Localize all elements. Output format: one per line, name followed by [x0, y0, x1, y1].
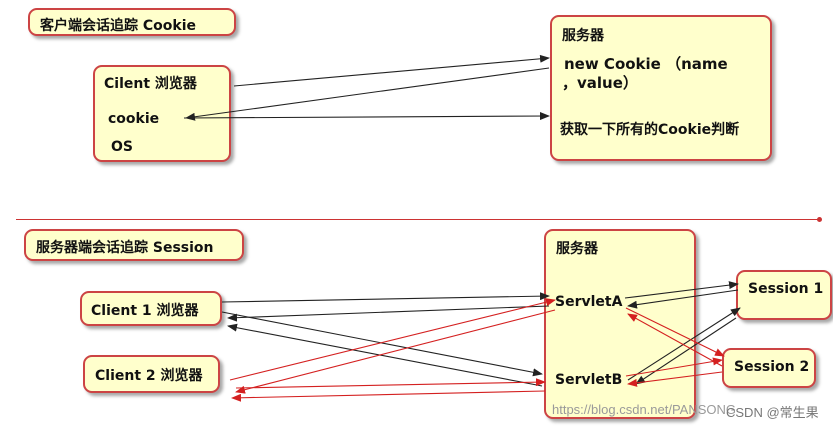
- arrow-servletB-to-session2-red: [625, 357, 723, 377]
- session2-box: Session 2: [722, 348, 816, 388]
- cookie-label: cookie: [108, 111, 160, 127]
- session-server-title: 服务器: [556, 241, 598, 257]
- servlet-a-label: ServletA: [555, 294, 623, 310]
- arrow-client1-to-servletA: [221, 292, 550, 303]
- divider-end-dot: [817, 217, 822, 222]
- arrow-servletB-to-client2-red: [231, 390, 546, 402]
- servlet-b-label: ServletB: [555, 372, 623, 388]
- cookie-server-title: 服务器: [562, 28, 604, 44]
- arrow-session2-to-servletB-red: [627, 371, 723, 387]
- watermark-url: https://blog.csdn.net/PANSONG: [552, 402, 737, 417]
- cookie-judge-text: 获取一下所有的Cookie判断: [560, 122, 740, 138]
- arrow-servletA-to-client2-red: [235, 309, 556, 394]
- session-server-box: 服务器 ServletA ServletB: [544, 229, 696, 419]
- arrow-client2-to-servletB-red: [235, 378, 546, 389]
- arrow-session1-to-servletB: [635, 317, 737, 385]
- cookie-section-title: 客户端会话追踪 Cookie: [40, 18, 196, 34]
- arrow-servletA-to-client1: [227, 305, 550, 322]
- arrow-servletB-to-session1: [627, 307, 741, 381]
- session1-label: Session 1: [748, 281, 824, 297]
- client2-label: Client 2 浏览器: [95, 368, 203, 384]
- os-label: OS: [111, 139, 133, 155]
- arrow-session2-to-servletA-red: [627, 313, 723, 367]
- session-section-title: 服务器端会话追踪 Session: [36, 240, 214, 256]
- client2-box: Client 2 浏览器: [83, 355, 220, 393]
- session1-box: Session 1: [736, 270, 832, 320]
- arrow-client2-to-servletA-red: [229, 298, 556, 381]
- arrow-client-to-server-1: [233, 54, 550, 87]
- arrow-cookie-to-server: [183, 112, 550, 121]
- session2-label: Session 2: [734, 359, 810, 375]
- new-cookie-line-2: ，value）: [562, 74, 638, 92]
- cookie-client-box: Cilent 浏览器 cookie OS: [93, 65, 231, 162]
- cookie-server-box: 服务器 new Cookie （name ，value） 获取一下所有的Cook…: [550, 15, 772, 161]
- arrow-servletA-to-session1: [624, 281, 739, 299]
- cookie-section-title-box: 客户端会话追踪 Cookie: [28, 8, 236, 36]
- arrow-servletA-to-session2-red: [625, 307, 725, 357]
- cookie-client-title: Cilent 浏览器: [104, 76, 197, 92]
- arrow-session1-to-servletA: [627, 289, 739, 309]
- client1-box: Client 1 浏览器: [80, 291, 222, 326]
- watermark-credit: CSDN @常生果: [726, 405, 819, 420]
- section-divider: [16, 219, 818, 220]
- client1-label: Client 1 浏览器: [91, 303, 199, 319]
- arrow-servletB-to-client1: [227, 323, 543, 387]
- session-section-title-box: 服务器端会话追踪 Session: [24, 229, 244, 261]
- new-cookie-line-1: new Cookie （name: [564, 55, 728, 73]
- arrow-server-to-client-cookie: [185, 67, 550, 121]
